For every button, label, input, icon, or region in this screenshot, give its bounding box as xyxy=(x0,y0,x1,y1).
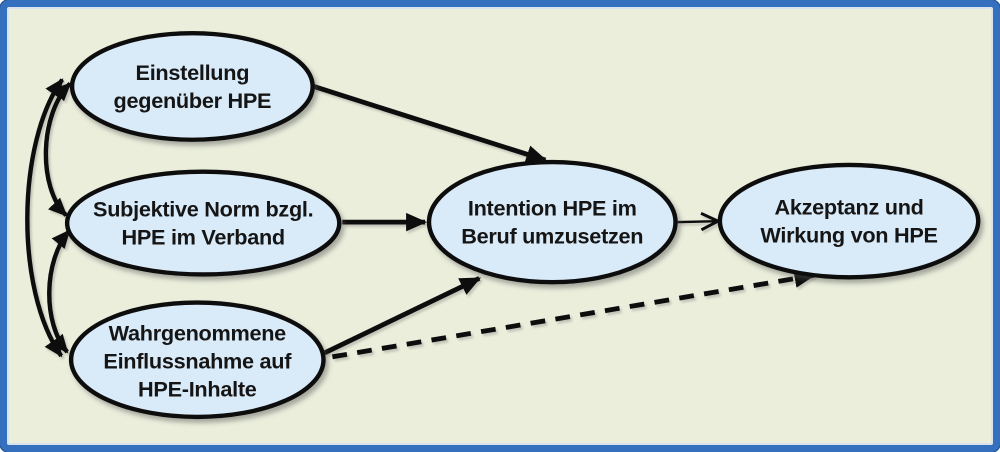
node-intention-label-line2: Beruf umzusetzen xyxy=(461,225,643,249)
edge-wahrgenommene-to-intention xyxy=(323,276,482,356)
node-akzeptanz-ellipse xyxy=(717,162,981,280)
node-akzeptanz-wirkung: Akzeptanz und Wirkung von HPE xyxy=(717,162,981,280)
node-wahrgenommene-label-line3: HPE-Inhalte xyxy=(138,378,257,402)
node-wahrgenommene-einflussnahme: Wahrgenommene Einflussnahme auf HPE-Inha… xyxy=(68,300,326,420)
path-diagram-canvas: Einstellung gegenüber HPE Subjektive Nor… xyxy=(25,30,981,420)
node-subjektive-norm: Subjektive Norm bzgl. HPE im Verband xyxy=(64,169,342,277)
node-einstellung-ellipse xyxy=(69,30,315,142)
node-akzeptanz-label-line1: Akzeptanz und xyxy=(774,196,923,220)
node-intention: Intention HPE im Beruf umzusetzen xyxy=(426,159,678,285)
path-arrows xyxy=(309,83,816,360)
node-wahrgenommene-ellipse xyxy=(68,300,326,420)
node-subjektive-norm-ellipse xyxy=(64,169,342,277)
node-wahrgenommene-label-line1: Wahrgenommene xyxy=(109,322,287,346)
node-subjektive-norm-label-line2: HPE im Verband xyxy=(122,226,285,250)
edge-einstellung-wahrgenommene-correlation xyxy=(25,78,65,358)
node-einstellung-label-line2: gegenüber HPE xyxy=(114,89,272,113)
node-intention-ellipse xyxy=(426,159,678,285)
node-wahrgenommene-label-line2: Einflussnahme auf xyxy=(103,350,292,374)
node-akzeptanz-label-line2: Wirkung von HPE xyxy=(760,224,937,248)
edge-einstellung-to-intention xyxy=(309,83,548,164)
edge-subjektive-norm-wahrgenommene-correlation xyxy=(47,229,71,354)
node-einstellung: Einstellung gegenüber HPE xyxy=(69,30,315,142)
node-einstellung-label-line1: Einstellung xyxy=(136,61,250,85)
node-intention-label-line1: Intention HPE im xyxy=(468,197,637,221)
correlation-arcs xyxy=(25,78,72,358)
edge-wahrgenommene-to-akzeptanz-dashed xyxy=(331,269,816,360)
edge-intention-to-akzeptanz xyxy=(677,221,716,222)
node-subjektive-norm-label-line1: Subjektive Norm bzgl. xyxy=(93,198,313,222)
